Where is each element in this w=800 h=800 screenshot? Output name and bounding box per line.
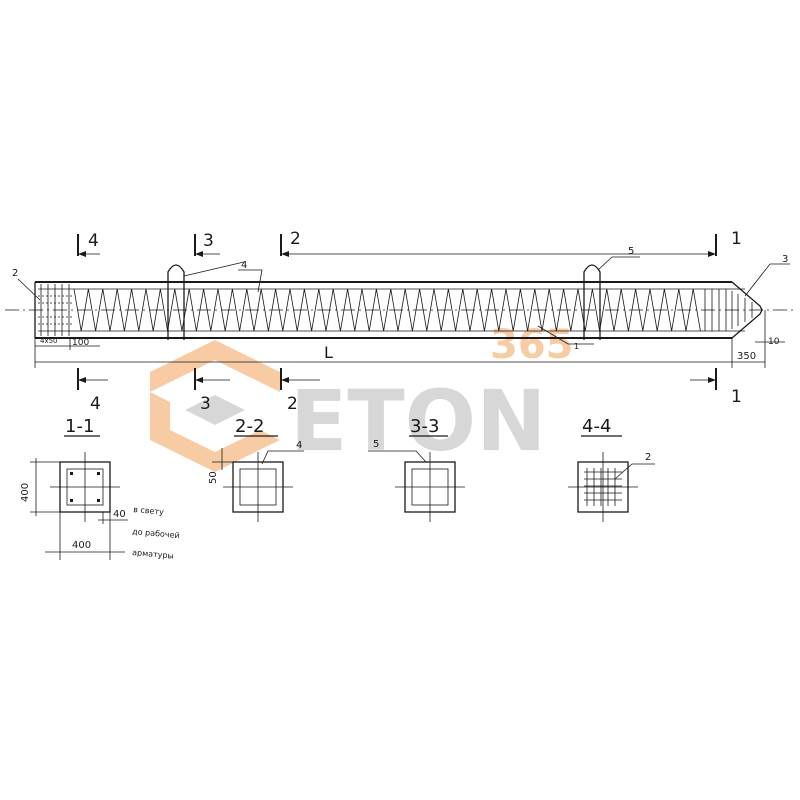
section-3-3: 3-3 5: [368, 416, 465, 522]
pile-elevation: [5, 264, 795, 340]
section-1-1-title: 1-1: [65, 416, 94, 437]
section-3-3-title: 3-3: [410, 416, 439, 437]
svg-text:1: 1: [574, 342, 579, 351]
svg-text:3: 3: [782, 254, 788, 265]
section-4-4-title: 4-4: [582, 416, 611, 437]
watermark: 365 ETON: [150, 322, 574, 472]
svg-text:4: 4: [88, 231, 99, 251]
svg-text:400: 400: [72, 540, 91, 551]
svg-text:1: 1: [731, 229, 742, 249]
svg-text:2: 2: [290, 229, 301, 249]
section-2-2-title: 2-2: [235, 416, 264, 437]
lifting-loop-right: [583, 264, 601, 340]
callout-loop-left: [183, 261, 245, 277]
callout-loop-right: 5: [597, 246, 640, 271]
svg-text:5: 5: [373, 439, 379, 450]
length-label: L: [324, 343, 333, 362]
svg-text:50: 50: [208, 471, 219, 484]
svg-text:100: 100: [72, 338, 89, 348]
callout-bar: 1: [537, 325, 594, 351]
spiral-reinforcement: [73, 288, 701, 332]
svg-text:до рабочей: до рабочей: [132, 527, 180, 540]
lifting-loop-left: [167, 264, 185, 340]
svg-text:3: 3: [203, 231, 214, 251]
callout-mesh: 2: [12, 268, 41, 301]
callout-spiral: 4: [238, 260, 263, 293]
cut-mark-1: 1 1: [690, 229, 742, 407]
cut-mark-4: 4 4: [77, 231, 108, 414]
cut-mark-2: 2 2: [280, 229, 690, 414]
svg-text:2: 2: [645, 452, 651, 463]
head-mesh: [38, 284, 72, 336]
callout-tip: 3: [744, 254, 790, 297]
svg-text:4: 4: [241, 260, 247, 271]
svg-text:350: 350: [737, 351, 756, 362]
elevation-dimensions: 4x50 100 L 350 10: [34, 310, 785, 368]
callouts: 2 3 4 5 1: [12, 246, 790, 351]
section-2-2: 2-2 50 4: [208, 416, 304, 522]
watermark-logo-icon: [150, 340, 280, 472]
svg-text:2: 2: [12, 268, 18, 279]
section-1-1: 1-1 400 400 40 в свету до рабочей армату…: [20, 416, 180, 561]
svg-text:5: 5: [628, 246, 634, 257]
svg-text:4: 4: [296, 440, 302, 451]
watermark-number: 365: [490, 322, 574, 368]
cut-mark-3: 3 3: [194, 231, 230, 414]
tip-cage: [704, 289, 753, 331]
svg-text:400: 400: [20, 483, 31, 502]
svg-text:1: 1: [731, 387, 742, 407]
svg-text:2: 2: [287, 394, 298, 414]
svg-text:4: 4: [90, 394, 101, 414]
svg-text:40: 40: [113, 509, 126, 520]
section-4-4: 4-4 2: [568, 416, 655, 522]
svg-text:3: 3: [200, 394, 211, 414]
cut-marks: 4 4 3 3 2 2: [77, 229, 742, 414]
svg-text:арматуры: арматуры: [132, 548, 174, 561]
svg-text:в свету: в свету: [133, 505, 165, 517]
svg-text:4x50: 4x50: [40, 337, 58, 345]
